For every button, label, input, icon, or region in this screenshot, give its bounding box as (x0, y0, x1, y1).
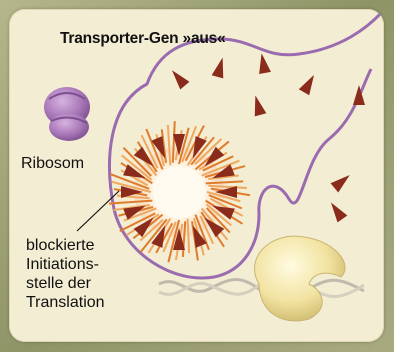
ribosome-large-yellow-icon (255, 236, 345, 321)
ring-center (153, 166, 205, 218)
metabolite-spike-icon (212, 56, 229, 78)
blocked-site-line-2: Initiations- (26, 255, 105, 274)
metabolite-spike-icon (299, 72, 319, 95)
ribosome-small-purple-icon (44, 87, 90, 141)
diagram-title: Transporter-Gen »aus« (60, 30, 226, 48)
metabolite-spike-icon (167, 66, 189, 89)
metabolite-spike-icon (326, 199, 347, 222)
bound-metabolite-spike (134, 217, 154, 237)
bound-metabolite-spike (204, 217, 224, 237)
bound-metabolite-spike (204, 147, 224, 167)
metabolite-spike-icon (331, 170, 354, 192)
metabolite-spike-icon (256, 52, 271, 74)
ribosome-label: Ribosom (21, 154, 84, 173)
blocked-site-line-1: blockierte (26, 236, 105, 255)
diagram-panel: Transporter-Gen »aus« Ribosom blockierte… (9, 9, 384, 342)
blocked-site-label: blockierte Initiations- stelle der Trans… (26, 236, 105, 312)
rna-strand (110, 9, 384, 278)
initiation-pointer-line (77, 191, 119, 231)
blocked-site-line-4: Translation (26, 293, 105, 312)
blocked-site-line-3: stelle der (26, 274, 105, 293)
metabolite-spike-icon (250, 94, 267, 116)
